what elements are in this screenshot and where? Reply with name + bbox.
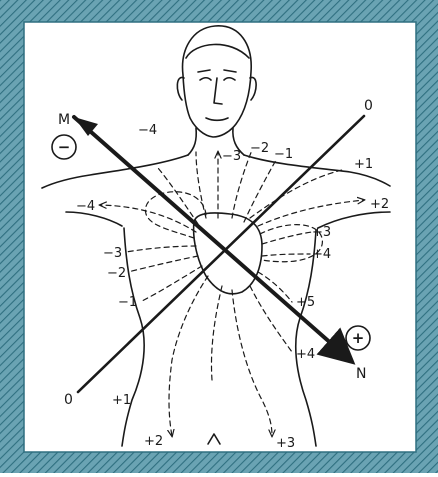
positive-pole: + <box>346 326 370 350</box>
left-eye <box>200 78 211 80</box>
label-pos4-lower: +4 <box>296 347 315 362</box>
positive-pole-sign: + <box>352 329 365 347</box>
right-eyebrow <box>224 70 236 72</box>
left-arm-inner <box>66 212 122 226</box>
field-line-pos1 <box>250 170 342 218</box>
field-line-lower-mid2 <box>232 290 272 436</box>
field-line-neg3 <box>126 246 196 252</box>
label-neg1-neck: −1 <box>274 147 293 162</box>
label-neg3-left: −3 <box>103 246 122 261</box>
left-shoulder <box>42 155 188 188</box>
label-pos2-right: +2 <box>370 197 389 212</box>
label-neg2-neck: −2 <box>250 141 269 156</box>
label-pos1-bottom-left: +1 <box>112 393 131 408</box>
right-eye <box>224 78 235 80</box>
label-neg1-left: −1 <box>118 295 137 310</box>
negative-pole-sign: − <box>58 138 71 156</box>
hairline <box>186 44 249 58</box>
label-neg3-neck: −3 <box>222 149 241 164</box>
negative-pole: − <box>52 135 76 159</box>
field-line-pos4-upper <box>262 254 310 256</box>
label-neg4-mid: −4 <box>76 199 95 214</box>
label-pos2-bottom: +2 <box>144 434 163 449</box>
field-line-pos5 <box>258 272 292 302</box>
field-line-neg2-left <box>128 256 198 272</box>
label-pos5: +5 <box>296 295 315 310</box>
label-O-top: 0 <box>364 98 373 114</box>
label-N: N <box>356 366 366 382</box>
axis-M-N <box>74 117 350 360</box>
navel <box>208 434 220 444</box>
label-M: M <box>58 112 70 128</box>
right-torso <box>296 230 316 446</box>
mouth <box>206 118 228 120</box>
nose <box>214 78 222 104</box>
label-pos1-right: +1 <box>354 157 373 172</box>
field-line-pos4-lower <box>250 286 292 352</box>
field-line-lower-mid <box>211 286 222 380</box>
left-torso <box>122 228 144 446</box>
field-line-neg3-left <box>196 152 206 218</box>
left-eyebrow <box>198 70 210 72</box>
field-line-neg1 <box>244 160 276 222</box>
label-pos4-upper: +4 <box>312 247 331 262</box>
isopotential-lines <box>100 150 364 436</box>
label-O-bottom: 0 <box>64 392 73 408</box>
field-line-neg1-left <box>140 266 202 302</box>
label-pos3-bottom: +3 <box>276 436 295 451</box>
field-line-loop-left <box>145 192 206 238</box>
body-outline <box>42 26 390 446</box>
neck-left <box>188 128 196 155</box>
label-pos3-right: +3 <box>312 225 331 240</box>
label-neg4-top: −4 <box>138 123 157 138</box>
label-neg2-left: −2 <box>107 266 126 281</box>
field-line-pos3 <box>262 232 312 244</box>
